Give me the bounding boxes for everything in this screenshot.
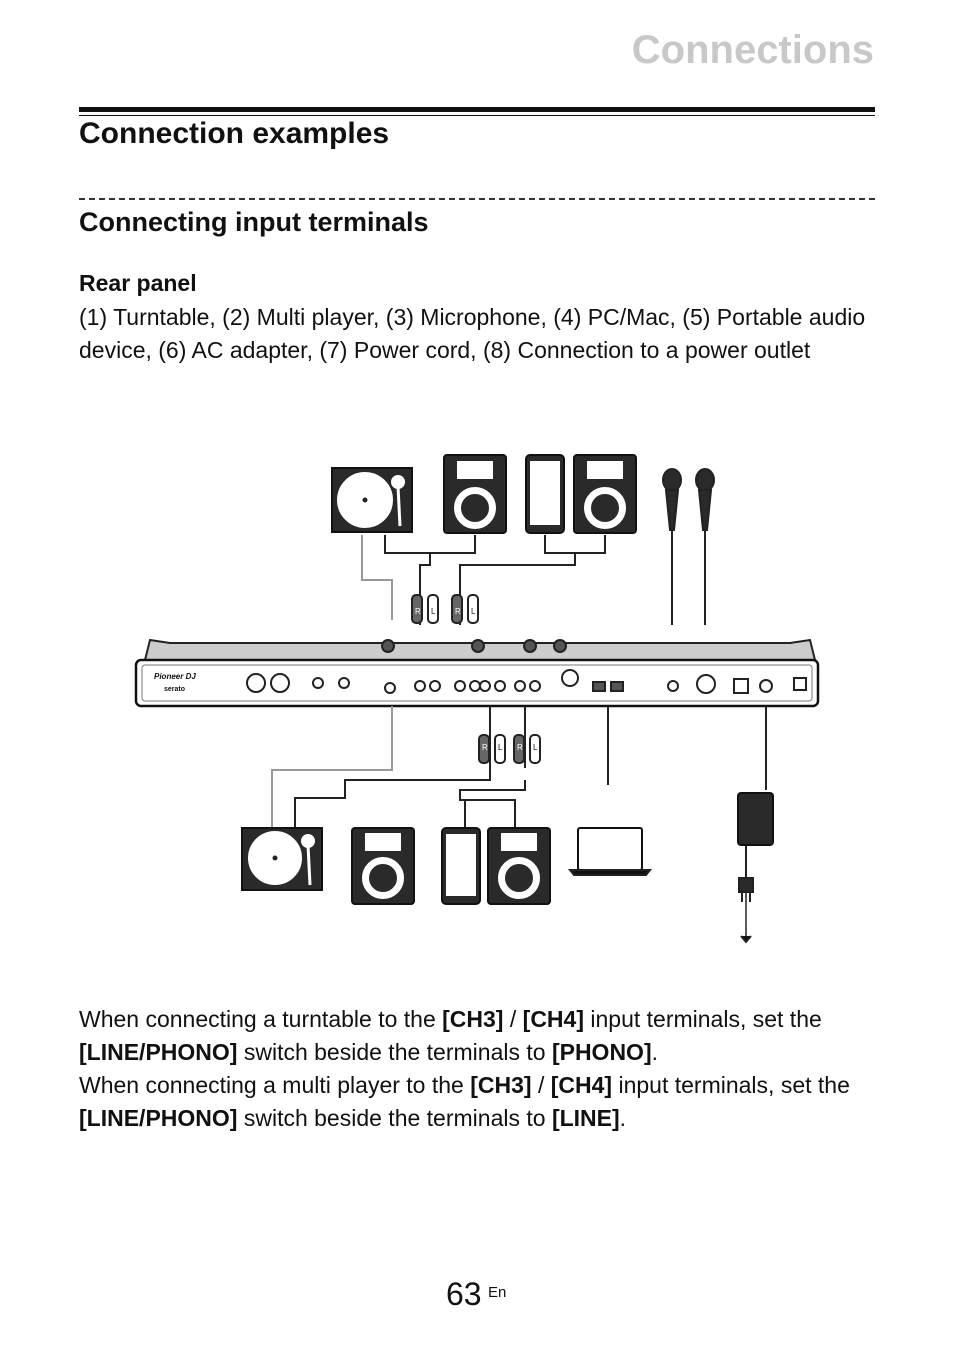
dashed-divider <box>79 198 875 200</box>
language-code: En <box>488 1284 507 1301</box>
multi-player-bottom-2-icon <box>487 827 551 905</box>
note-term: [CH3] <box>470 1072 532 1098</box>
note-text: input terminals, set the <box>612 1072 850 1098</box>
portable-device-bottom-icon <box>441 827 481 905</box>
power-plug-icon <box>738 877 754 944</box>
plug-label: R <box>415 607 421 616</box>
note-term: [CH3] <box>442 1006 504 1032</box>
section-title: Connection examples <box>79 117 390 150</box>
note-term: [LINE/PHONO] <box>79 1105 238 1131</box>
note-text: / <box>531 1072 551 1098</box>
note-text: input terminals, set the <box>584 1006 822 1032</box>
note-term: [CH4] <box>522 1006 584 1032</box>
note-term: [CH4] <box>550 1072 613 1098</box>
portable-device-top-icon <box>525 454 565 534</box>
note-text: / <box>503 1006 523 1032</box>
brand-logo: Pioneer DJ <box>154 672 196 681</box>
turntable-line-phono-notes: When connecting a turntable to the [CH3]… <box>79 1003 879 1135</box>
plug-label: L <box>431 607 436 616</box>
turntable-top-icon <box>331 467 413 533</box>
rca-plugs-bottom-icon <box>478 734 541 764</box>
multi-player-top-2-icon <box>573 454 637 534</box>
plug-label: R <box>517 743 523 752</box>
laptop-icon <box>567 827 653 876</box>
note-text: switch beside the terminals to <box>237 1105 552 1131</box>
plug-label: R <box>482 743 488 752</box>
rca-plugs-top-icon <box>411 594 479 624</box>
ac-adapter-icon <box>737 792 774 846</box>
page-number: 63 <box>446 1276 482 1312</box>
note-text: When connecting a turntable to the <box>79 1006 443 1032</box>
note-text: . <box>619 1105 627 1131</box>
microphone-1-icon <box>662 468 682 531</box>
note-term: [LINE] <box>551 1105 620 1131</box>
note-text: . <box>651 1039 658 1065</box>
chapter-title: Connections <box>631 28 874 72</box>
connection-diagram: Pioneer DJ serato R L R L R L R L <box>134 454 820 944</box>
plug-label: L <box>533 743 538 752</box>
rear-panel-description: (1) Turntable, (2) Multi player, (3) Mic… <box>79 304 866 363</box>
microphone-2-icon <box>695 468 715 531</box>
software-logo: serato <box>164 686 185 693</box>
multi-player-top-1-icon <box>443 454 507 534</box>
subsection-title: Connecting input terminals <box>79 207 429 237</box>
turntable-bottom-icon <box>241 827 323 891</box>
multi-player-bottom-1-icon <box>351 827 415 905</box>
rear-panel-heading: Rear panel <box>79 270 197 296</box>
note-term: [LINE/PHONO] <box>79 1039 238 1065</box>
plug-label: L <box>471 607 476 616</box>
header-rule-thin <box>79 115 875 116</box>
note-text: When connecting a multi player to the <box>79 1072 471 1098</box>
plug-label: L <box>498 743 503 752</box>
dj-controller-rear-panel <box>134 638 820 708</box>
note-text: switch beside the terminals to <box>237 1039 552 1065</box>
plug-label: R <box>455 607 461 616</box>
header-rule-thick <box>79 107 875 112</box>
note-term: [PHONO] <box>551 1039 652 1065</box>
